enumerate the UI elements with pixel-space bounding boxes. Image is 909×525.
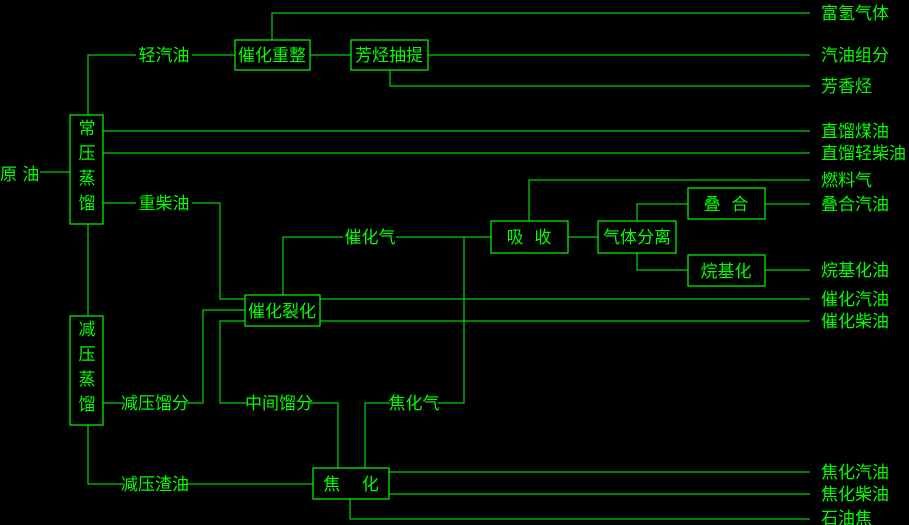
unit-alkylation: 烷基化 [687,254,766,287]
unit-label-atmospheric-char-3: 蒸 [79,169,96,189]
line-aromatics [389,70,810,87]
stream-light-gasoline: 轻汽油 [139,46,190,66]
stream-middle-distillate: 中间馏分 [245,394,313,414]
stream-vacuum-residue: 减压渣油 [121,475,189,495]
product-straight-run-kerosene: 直馏煤油 [821,122,889,142]
stream-vacuum-distillate: 减压馏分 [121,394,189,414]
unit-label-aromatics-extraction: 芳烃抽提 [355,46,423,66]
unit-label-absorption: 吸 收 [507,228,552,248]
unit-vacuum-distillation: 减 压 蒸 馏 [69,315,104,426]
unit-label-polymerization: 叠 合 [704,195,749,215]
product-straight-run-light-diesel: 直馏轻柴油 [821,144,906,164]
product-cat-diesel: 催化柴油 [821,312,889,332]
unit-label-vacuum-char-4: 馏 [79,395,96,415]
connector-lines [40,12,810,520]
unit-label-atmospheric-char-4: 馏 [79,194,96,214]
unit-label-coking: 焦 化 [323,475,379,495]
product-cat-gasoline: 催化汽油 [821,290,889,310]
product-fuel-gas: 燃料气 [821,171,872,191]
unit-label-gas-separation: 气体分离 [603,228,671,248]
product-coker-gasoline: 焦化汽油 [821,463,889,483]
unit-label-atmospheric-char-2: 压 [79,144,96,164]
unit-label-vacuum-char-1: 减 [79,320,96,340]
product-hydrogen-rich-gas: 富氢气体 [821,4,889,24]
line-coker-gas [364,237,465,468]
unit-label-atmospheric-char-1: 常 [79,119,96,139]
unit-label-alkylation: 烷基化 [701,262,752,282]
line-heavy-diesel [103,202,245,300]
unit-gas-separation: 气体分离 [597,220,677,254]
unit-label-cat-cracking: 催化裂化 [248,302,316,322]
line-middle-distillate [219,320,339,468]
stream-heavy-diesel: 重柴油 [139,194,190,214]
product-petroleum-coke: 石油焦 [821,509,872,525]
line-vacuum-residue [87,425,313,485]
product-polymer-gasoline: 叠合汽油 [821,195,889,215]
stream-coker-gas: 焦化气 [389,394,440,414]
product-gasoline-component: 汽油组分 [821,46,889,66]
line-petroleum-coke [349,499,810,520]
line-hydrogen-rich-gas [271,12,810,40]
product-aromatics: 芳香烃 [821,77,872,97]
unit-label-reforming: 催化重整 [238,46,306,66]
unit-atmospheric-distillation: 常 压 蒸 馏 [69,114,104,225]
unit-absorption: 吸 收 [490,220,569,254]
line-cat-gas [282,236,491,295]
line-light-gasoline [87,54,235,115]
unit-catalytic-cracking: 催化裂化 [244,294,321,327]
line-to-polymerization [636,203,688,221]
unit-catalytic-reforming: 催化重整 [234,39,311,71]
line-fuel-gas [528,179,810,221]
unit-coking: 焦 化 [312,467,390,500]
unit-label-vacuum-char-2: 压 [79,345,96,365]
unit-polymerization: 叠 合 [687,187,766,220]
crude-oil-label: 原 油 [0,165,39,185]
product-coker-diesel: 焦化柴油 [821,485,889,505]
line-to-alkylation [636,253,688,271]
unit-label-vacuum-char-3: 蒸 [79,370,96,390]
line-vacuum-distillate [103,309,245,404]
unit-aromatics-extraction: 芳烃抽提 [350,39,429,71]
stream-cat-gas: 催化气 [345,228,396,248]
product-alkylate: 烷基化油 [821,261,889,281]
